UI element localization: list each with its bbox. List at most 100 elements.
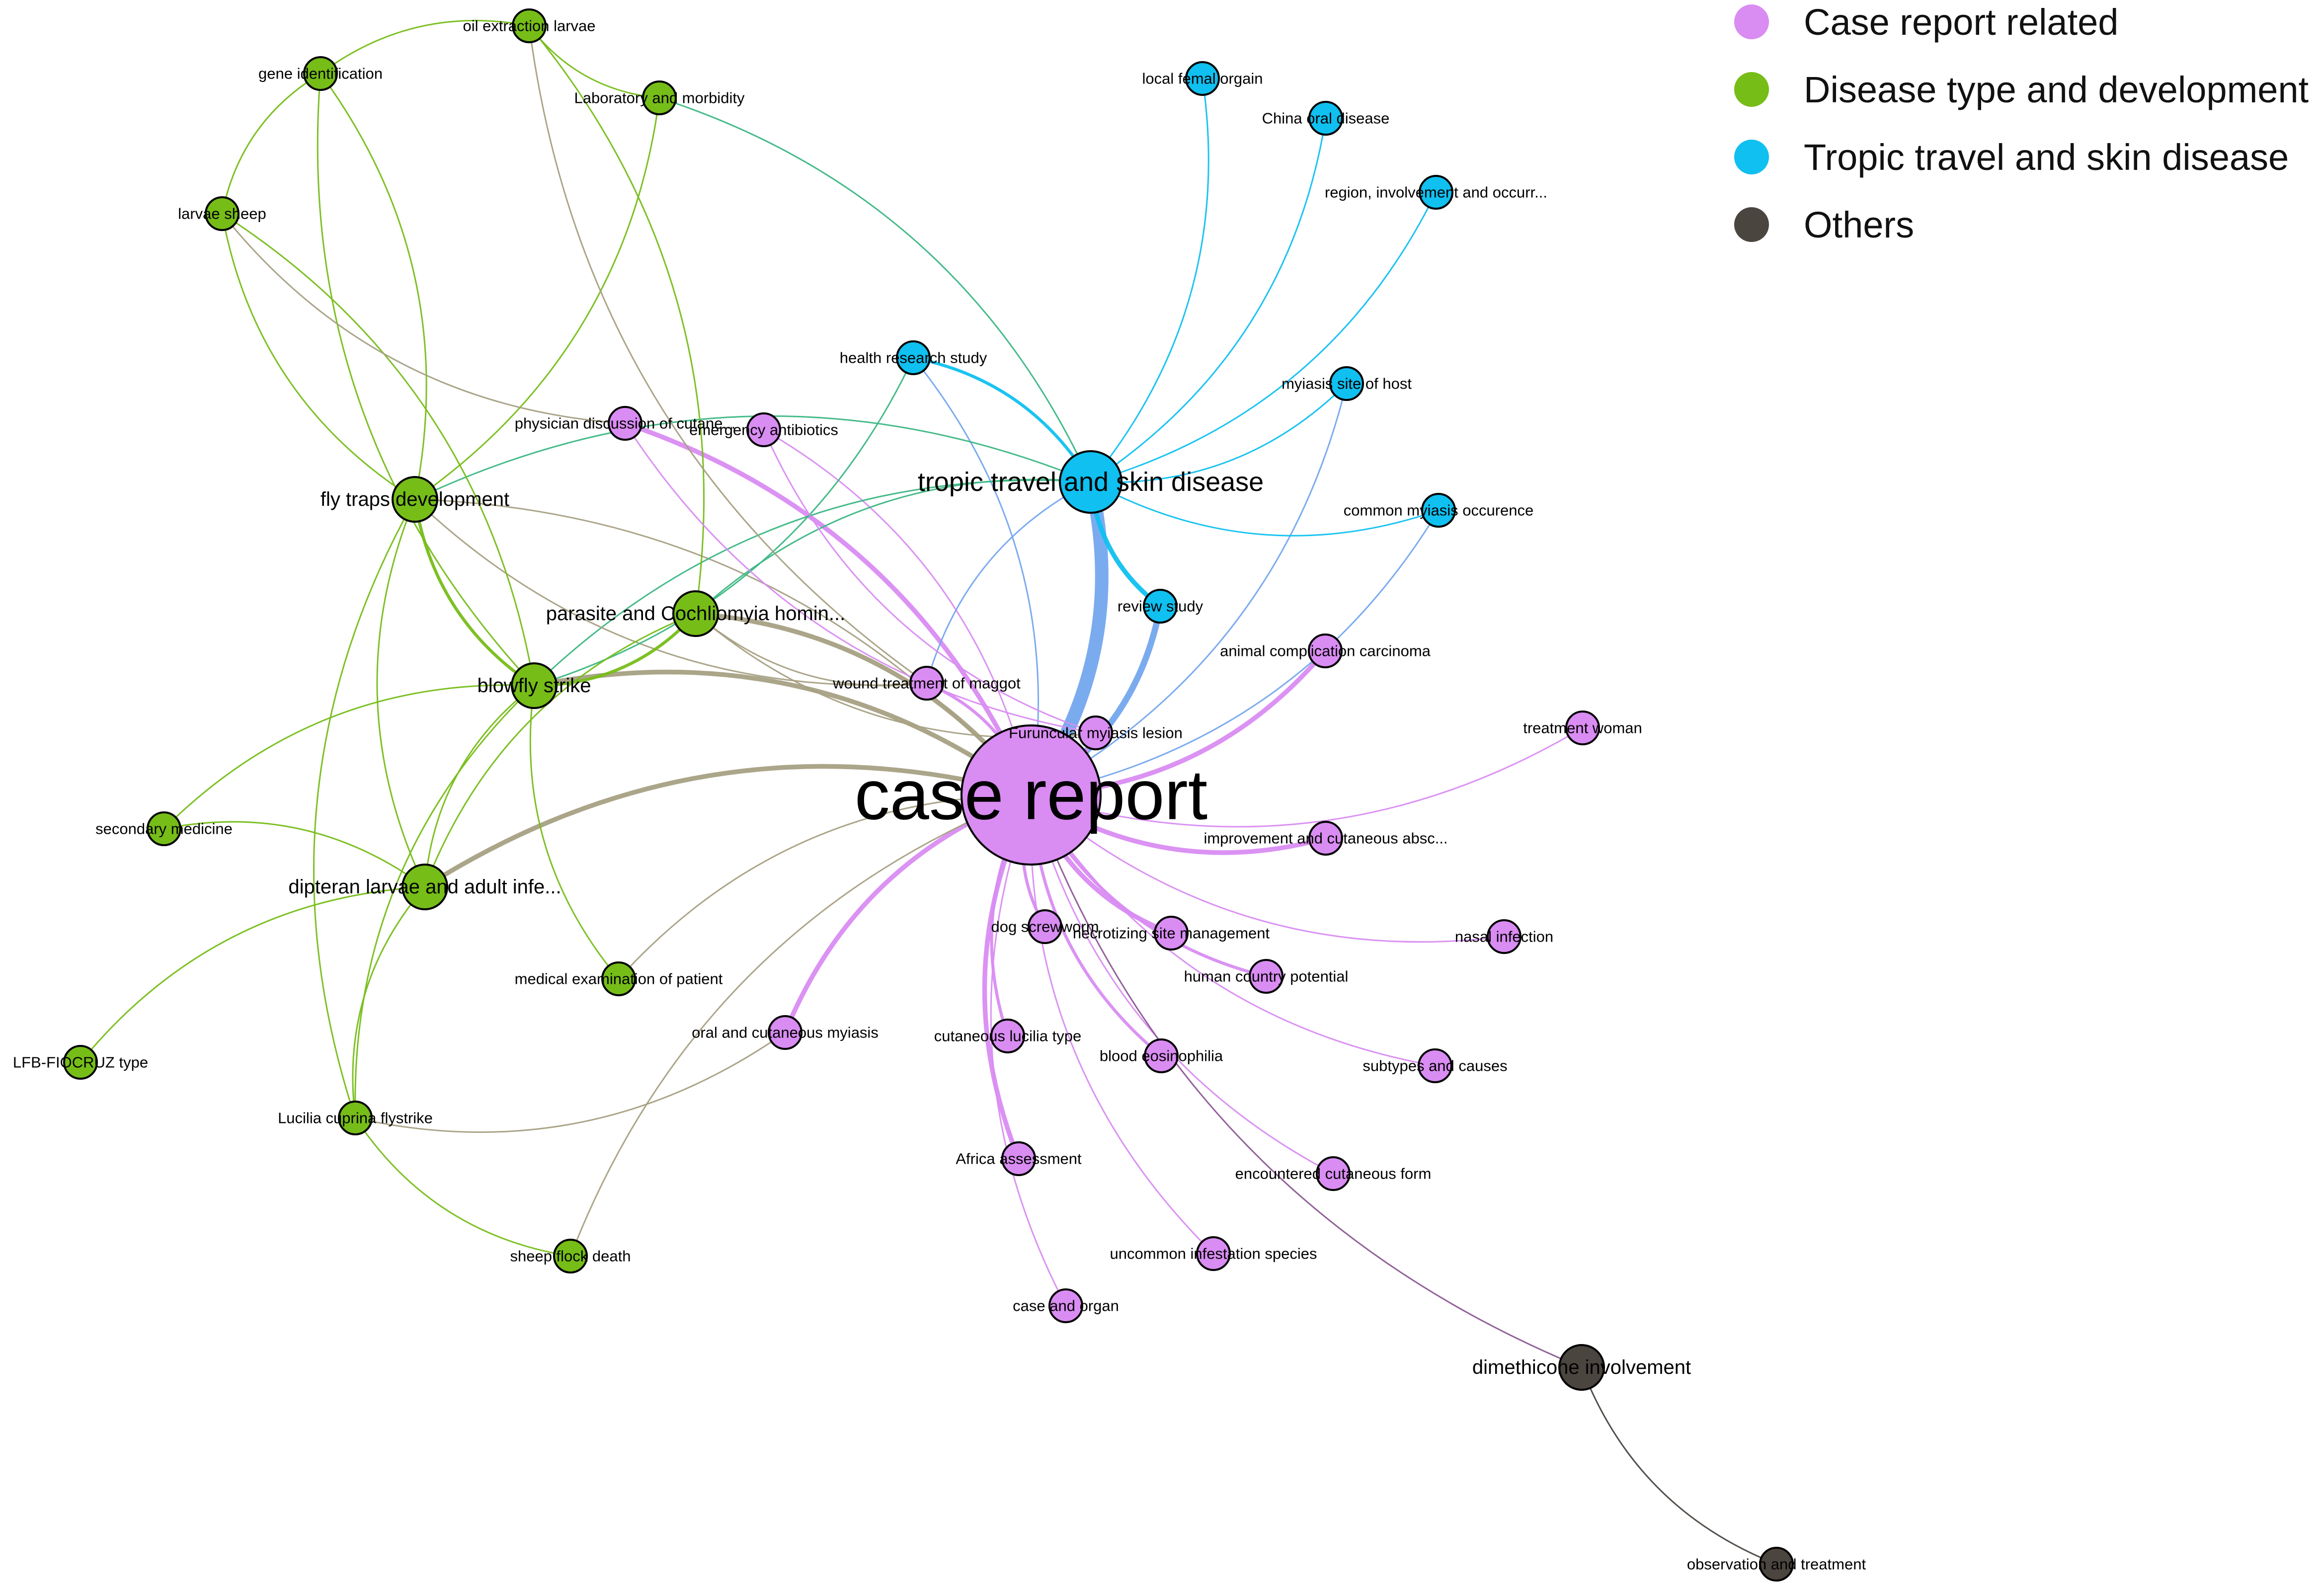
node-emergency-antibiotics[interactable] (746, 412, 781, 447)
node-animal-complication[interactable] (1308, 634, 1343, 668)
node-observation-treatment[interactable] (1759, 1547, 1794, 1582)
node-label-case-report: case report (855, 756, 1207, 835)
node-dipteran[interactable] (401, 864, 448, 910)
edge-tropic-travel-region-involvement (1090, 192, 1437, 483)
node-label-health-research: health research study (840, 349, 987, 367)
edge-tropic-travel-fly-traps (414, 415, 1091, 500)
node-label-case-organ: case and organ (1013, 1297, 1119, 1315)
node-label-improvement-cutaneous: improvement and cutaneous absc... (1203, 830, 1447, 847)
node-label-subtypes-causes: subtypes and causes (1362, 1057, 1507, 1075)
legend-item-disease-type: Disease type and development (1729, 60, 2309, 119)
node-label-nasal-infection: nasal infection (1455, 928, 1553, 946)
edge-blowfly-parasite (534, 612, 697, 688)
node-myiasis-site[interactable] (1329, 366, 1364, 401)
legend-swatch (1734, 140, 1769, 174)
edge-parasite-dipteran (424, 613, 696, 887)
node-encountered-cutaneous[interactable] (1316, 1156, 1351, 1191)
node-human-country[interactable] (1249, 959, 1283, 994)
node-cutaneous-lucilia[interactable] (990, 1019, 1025, 1053)
edge-tropic-travel-common-myiasis (1090, 481, 1439, 537)
node-dimethicone[interactable] (1558, 1344, 1605, 1391)
node-secondary-medicine[interactable] (147, 811, 181, 846)
node-label-wound-treatment: wound treatment of maggot (832, 675, 1021, 692)
node-sheep-flock[interactable] (553, 1239, 588, 1273)
node-case-organ[interactable] (1048, 1288, 1083, 1323)
edge-case-report-nasal-infection (1031, 794, 1505, 943)
node-nasal-infection[interactable] (1487, 919, 1522, 954)
edge-gene-identification-larvae-sheep (221, 73, 321, 214)
node-label-larvae-sheep: larvae sheep (178, 205, 266, 223)
edge-fly-traps-lucilia-cuprina (313, 499, 416, 1118)
edge-case-report-subtypes-causes (1030, 794, 1436, 1067)
edge-larvae-sheep-physician-discussion (221, 213, 626, 424)
node-label-animal-complication: animal complication carcinoma (1220, 642, 1431, 660)
node-tropic-travel[interactable] (1059, 450, 1122, 514)
legend-swatch (1734, 72, 1769, 107)
node-label-cutaneous-lucilia: cutaneous lucilia type (934, 1028, 1081, 1045)
node-region-involvement[interactable] (1419, 175, 1453, 210)
node-parasite[interactable] (672, 590, 719, 637)
node-label-region-involvement: region, involvement and occurr... (1325, 184, 1547, 201)
edge-blowfly-medical-examination (529, 685, 620, 979)
node-label-uncommon-infestation: uncommon infestation species (1110, 1245, 1317, 1263)
edge-fly-traps-laboratory (414, 97, 660, 500)
edge-fly-traps-blowfly (413, 499, 535, 687)
legend-item-case-report-related: Case report related (1729, 0, 2118, 52)
labels-layer: case report tropic travel and skin diseas… (13, 17, 1866, 1573)
node-label-dipteran: dipteran larvae and adult infe... (288, 876, 561, 898)
edge-case-report-sheep-flock (569, 794, 1032, 1257)
edge-fly-traps-wound-treatment (414, 498, 927, 686)
node-oral-cutaneous[interactable] (768, 1015, 802, 1050)
node-larvae-sheep[interactable] (205, 196, 240, 231)
node-review-study[interactable] (1143, 589, 1178, 624)
edge-case-report-case-organ (990, 794, 1067, 1306)
node-medical-examination[interactable] (601, 961, 636, 996)
legend-label: Case report related (1804, 1, 2119, 43)
edge-blowfly-lucilia-cuprina (354, 685, 535, 1118)
node-dog-screwworm[interactable] (1028, 909, 1062, 944)
edge-fly-traps-gene-identification (320, 73, 427, 500)
node-uncommon-infestation[interactable] (1196, 1236, 1231, 1271)
node-necrotizing-site[interactable] (1154, 916, 1189, 951)
node-wound-treatment[interactable] (909, 666, 944, 701)
edge-tropic-travel-blowfly (533, 479, 1091, 687)
nodes-layer (63, 8, 1794, 1582)
node-furuncular[interactable] (1078, 715, 1113, 750)
node-blood-eosinophilia[interactable] (1144, 1038, 1179, 1073)
node-lucilia-cuprina[interactable] (338, 1101, 373, 1135)
node-laboratory[interactable] (642, 80, 677, 115)
node-treatment-woman[interactable] (1565, 711, 1600, 745)
node-gene-identification[interactable] (303, 56, 338, 91)
edge-tropic-travel-myiasis-site (1090, 383, 1348, 483)
node-label-dog-screwworm: dog screwworm (991, 918, 1099, 936)
node-improvement-cutaneous[interactable] (1308, 821, 1343, 856)
node-physician-discussion[interactable] (608, 406, 642, 441)
node-fly-traps[interactable] (392, 476, 438, 523)
legend-swatch (1734, 207, 1769, 242)
node-label-review-study: review study (1118, 598, 1203, 615)
node-label-common-myiasis: common myiasis occurence (1344, 502, 1533, 519)
node-label-fly-traps: fly traps development (321, 488, 509, 510)
edge-parasite-oil-extraction (528, 25, 705, 614)
edge-case-report-dipteran (423, 764, 1032, 889)
edge-case-report-encountered-cutaneous (1030, 794, 1334, 1175)
node-lfb-fiocruz[interactable] (63, 1045, 98, 1080)
node-label-treatment-woman: treatment woman (1523, 719, 1642, 737)
node-label-tropic-travel: tropic travel and skin disease (918, 467, 1264, 497)
node-china-oral[interactable] (1308, 101, 1343, 136)
node-local-femal[interactable] (1185, 61, 1220, 96)
node-common-myiasis[interactable] (1421, 493, 1456, 528)
node-africa-assessment[interactable] (1001, 1141, 1036, 1176)
edge-tropic-travel-wound-treatment (926, 481, 1091, 684)
legend-item-others: Others (1729, 195, 1914, 254)
edge-tropic-travel-parasite (695, 478, 1091, 615)
node-subtypes-causes[interactable] (1418, 1048, 1452, 1083)
node-blowfly[interactable] (511, 662, 558, 709)
node-label-oil-extraction: oil extraction larvae (463, 17, 595, 35)
node-oil-extraction[interactable] (512, 8, 547, 43)
node-health-research[interactable] (896, 340, 931, 375)
node-label-physician-discussion: physician discussion of cutane... (515, 415, 736, 432)
node-label-parasite: parasite and Cochliomyia homin... (546, 603, 846, 625)
node-case-report[interactable] (961, 724, 1102, 866)
